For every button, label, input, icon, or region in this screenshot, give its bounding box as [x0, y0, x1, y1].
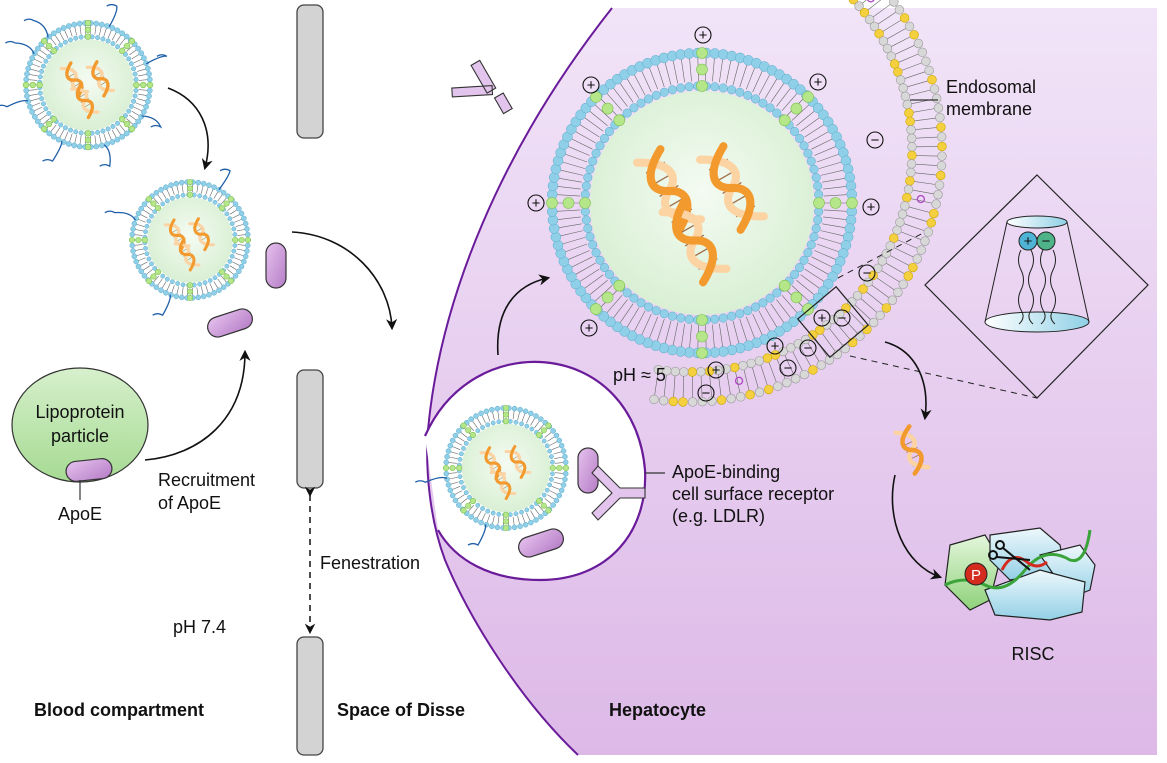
svg-text:−: − [804, 340, 813, 357]
recruitment-label-2: of ApoE [158, 493, 221, 513]
arrow-endocytosis [496, 274, 551, 356]
dna-helix-icon [696, 142, 768, 234]
negative-charge-icon: − [833, 309, 851, 327]
receptor-label-2: cell surface receptor [672, 484, 834, 504]
arrow-to-risc [891, 474, 943, 580]
svg-text:+: + [818, 310, 827, 327]
lnp-pegylated [0, 3, 168, 168]
receptor-label-1: ApoE-binding [672, 462, 780, 482]
svg-text:+: + [771, 338, 780, 355]
svg-text:+: + [532, 195, 541, 212]
arrow-to-disse [291, 231, 398, 331]
negative-charge-icon: − [858, 264, 876, 282]
lipoprotein-label-2: particle [51, 426, 109, 446]
dna-helix-icon [85, 60, 116, 98]
svg-text:−: − [838, 310, 847, 327]
hepatocyte-membrane [426, 7, 613, 756]
dna-helix-icon [489, 466, 517, 500]
dna-helix-icon [188, 217, 215, 252]
svg-text:+: + [814, 74, 823, 91]
phosphate-label: P [971, 567, 981, 584]
positive-charge-icon: + [582, 76, 600, 94]
positive-charge-icon: + [527, 194, 545, 212]
svg-text:+: + [699, 27, 708, 44]
endothelium [296, 4, 324, 756]
dna-helix-icon [658, 194, 731, 287]
lnp-endosomal [546, 47, 858, 359]
endosomal-label-1: Endosomal [946, 77, 1036, 97]
lipoprotein-label-1: Lipoprotein [35, 402, 124, 422]
fenestra-bar-bottom [296, 636, 324, 756]
charge-markers: ++++++++−−−−−+− [527, 26, 884, 402]
lnp-apoe-recruiting [104, 168, 252, 317]
positive-charge-icon: + [766, 337, 784, 355]
endosomal-membrane [649, 0, 947, 407]
space-of-disse-label: Space of Disse [337, 700, 465, 720]
membrane-protein [866, 0, 875, 3]
svg-text:+: + [867, 199, 876, 216]
ldl-receptor-bound [591, 465, 646, 521]
arrow-recruitment [144, 349, 251, 461]
svg-text:+: + [712, 362, 721, 379]
svg-text:−: − [784, 360, 793, 377]
lnp-in-endosome [546, 47, 858, 359]
endosomal-label-2: membrane [946, 99, 1032, 119]
fenestra-bar-middle [296, 369, 324, 489]
svg-text:−: − [871, 132, 880, 149]
apoe-protein [518, 528, 564, 558]
lipid-pair-inset: + − [796, 174, 1149, 399]
arrow-lnp-to-apoe [167, 87, 213, 171]
fenestra-bar-top [296, 4, 324, 139]
apoe-label: ApoE [58, 504, 102, 524]
lnp-receptor-bound [414, 404, 570, 546]
svg-text:−: − [702, 385, 711, 402]
blood-compartment-label: Blood compartment [34, 700, 204, 720]
ldl-receptor-free [451, 59, 513, 115]
hepatocyte-label: Hepatocyte [609, 700, 706, 720]
lipoprotein-particle: Lipoprotein particle ApoE [11, 367, 149, 524]
positive-charge-icon: + [809, 73, 827, 91]
negative-charge-icon: − [779, 359, 797, 377]
svg-text:−: − [863, 265, 872, 282]
negative-charge-icon: − [697, 384, 715, 402]
membrane-protein [916, 194, 926, 204]
dna-helix-icon [893, 424, 931, 476]
receptor-label-3: (e.g. LDLR) [672, 506, 765, 526]
positive-charge-icon: + [694, 26, 712, 44]
risc-label: RISC [1011, 644, 1054, 664]
negative-charge-icon: − [866, 131, 884, 149]
ph-blood-label: pH 7.4 [173, 617, 226, 637]
scissors-icon [988, 540, 1031, 571]
positive-charge-icon: + [707, 361, 725, 379]
positive-charge-icon: + [813, 309, 831, 327]
svg-text:+: + [585, 320, 594, 337]
negative-charge-icon: − [799, 339, 817, 357]
risc-complex: P [944, 527, 1096, 621]
anionic-lipid-head [1036, 231, 1056, 251]
apoe-protein [207, 308, 253, 338]
dna-helix-icon [504, 445, 532, 479]
svg-text:+: + [587, 77, 596, 94]
recruitment-label-1: Recruitment [158, 470, 255, 490]
dna-helix-icon [173, 237, 201, 272]
positive-charge-icon: + [862, 198, 880, 216]
positive-charge-icon: + [580, 319, 598, 337]
released-sirna [893, 424, 931, 476]
dna-helix-icon [70, 81, 100, 120]
apoe-on-lipoprotein [65, 458, 113, 482]
membrane-protein [734, 376, 744, 386]
arrow-release [884, 341, 932, 421]
inset-minus: − [1042, 233, 1051, 250]
inset-plus: + [1024, 233, 1033, 250]
process-arrows [144, 87, 943, 580]
ph-endosome-label: pH ≈ 5 [613, 365, 666, 385]
fenestration-label: Fenestration [320, 553, 420, 573]
apoe-protein [265, 242, 287, 289]
phosphate-group [964, 562, 988, 586]
lnp-small-group [0, 3, 570, 546]
